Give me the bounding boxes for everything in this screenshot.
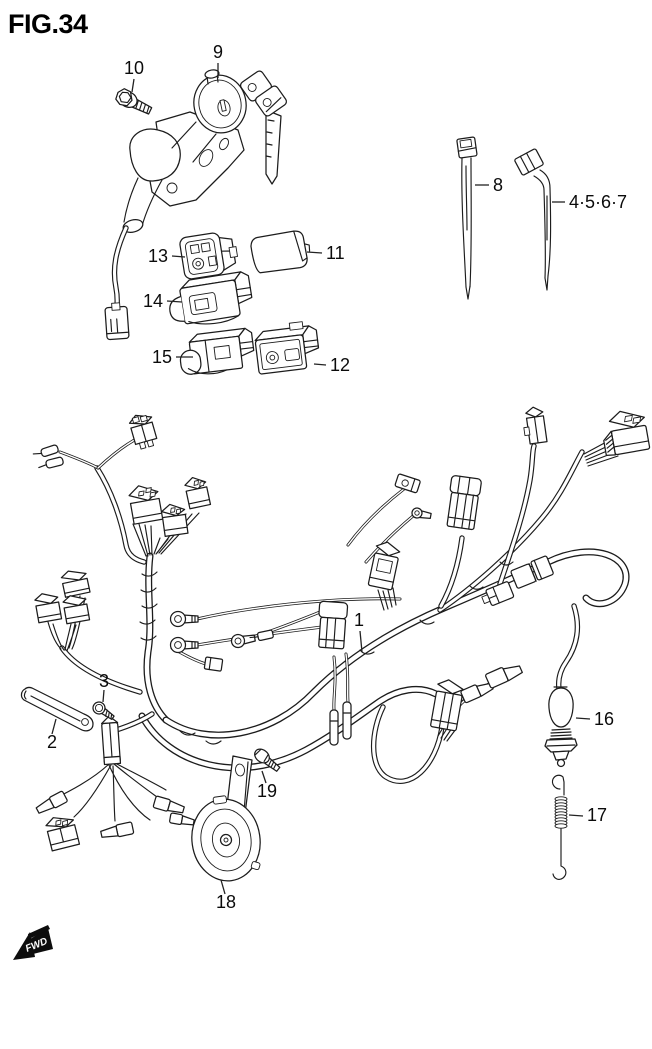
ignition-connector bbox=[104, 302, 130, 341]
bullet-terminal bbox=[32, 444, 59, 458]
spade-terminal bbox=[152, 795, 185, 814]
bracket-2 bbox=[20, 686, 94, 732]
cable-tie-4567 bbox=[514, 148, 552, 291]
connector-2x3 bbox=[184, 476, 212, 510]
mounting-bolt-10 bbox=[115, 88, 153, 115]
part-label-8: 8 bbox=[493, 175, 503, 195]
bullet-terminal bbox=[38, 456, 64, 469]
brake-switch-16 bbox=[544, 686, 578, 768]
horn-body bbox=[191, 795, 261, 882]
part-label-1: 1 bbox=[354, 610, 364, 630]
ignition-switch-9 bbox=[104, 69, 288, 341]
relay-13 bbox=[179, 232, 238, 280]
eyelet-terminal bbox=[411, 507, 432, 520]
inline-connector-a bbox=[481, 581, 515, 606]
cover-11 bbox=[250, 230, 311, 274]
part-label-13: 13 bbox=[148, 246, 168, 266]
ring-terminal bbox=[169, 636, 199, 654]
relay-15 bbox=[179, 327, 255, 375]
spade-terminal bbox=[460, 682, 494, 704]
spade-terminal bbox=[169, 812, 195, 826]
cable-tie-8 bbox=[456, 136, 478, 300]
part-label-18: 18 bbox=[216, 892, 236, 912]
spade-terminal bbox=[485, 665, 523, 689]
part-label-9: 9 bbox=[213, 42, 223, 62]
spring-17 bbox=[551, 774, 568, 880]
bullet-wire-ends bbox=[329, 701, 352, 746]
connector-big-right bbox=[603, 410, 651, 457]
switch-12 bbox=[254, 321, 320, 375]
inline-connector-b bbox=[510, 555, 554, 589]
part-label-2: 2 bbox=[47, 732, 57, 752]
connector-left-c bbox=[34, 593, 63, 624]
horn-18 bbox=[191, 748, 281, 882]
relay-14 bbox=[169, 271, 253, 325]
part-label-10: 10 bbox=[124, 58, 144, 78]
screw-3 bbox=[92, 701, 115, 721]
spade-terminal bbox=[35, 790, 68, 814]
flag-terminal bbox=[203, 656, 224, 672]
part-label-17: 17 bbox=[587, 805, 607, 825]
figure-title: FIG.34 bbox=[8, 9, 88, 39]
part-label-12: 12 bbox=[330, 355, 350, 375]
switch-body bbox=[129, 128, 181, 182]
part-label-11: 11 bbox=[326, 243, 345, 263]
connector-plug-mid bbox=[446, 475, 482, 531]
wiring-harness-1 bbox=[32, 406, 651, 852]
ring-terminal bbox=[230, 633, 256, 649]
leader-lines bbox=[51, 63, 591, 895]
connector-2x2 bbox=[161, 503, 189, 538]
key-blade bbox=[239, 70, 288, 185]
connector-3x3 bbox=[128, 485, 164, 525]
connector-left-a bbox=[60, 570, 91, 598]
ring-terminal bbox=[169, 610, 199, 628]
part-label-3: 3 bbox=[99, 671, 109, 691]
part-label-19: 19 bbox=[257, 781, 277, 801]
connector-small-top bbox=[128, 414, 158, 450]
horn-bolt-19 bbox=[254, 748, 281, 772]
part-label-14: 14 bbox=[143, 291, 163, 311]
connector-plug-low bbox=[318, 600, 349, 650]
tab-terminal bbox=[394, 473, 421, 494]
connector-left-b bbox=[62, 595, 91, 625]
part-label-15: 15 bbox=[152, 347, 172, 367]
connector-small-right bbox=[523, 406, 548, 445]
fwd-arrow: FWD bbox=[13, 925, 53, 960]
connector-loop-right bbox=[430, 679, 464, 732]
part-label-16: 16 bbox=[594, 709, 614, 729]
spade-terminal bbox=[249, 629, 274, 641]
connector-tall bbox=[100, 715, 122, 766]
part-label-4567: 4·5·6·7 bbox=[569, 192, 627, 212]
connector-relay-mid bbox=[367, 541, 401, 591]
connector-6pin bbox=[45, 817, 81, 852]
spade-terminal bbox=[100, 821, 135, 838]
